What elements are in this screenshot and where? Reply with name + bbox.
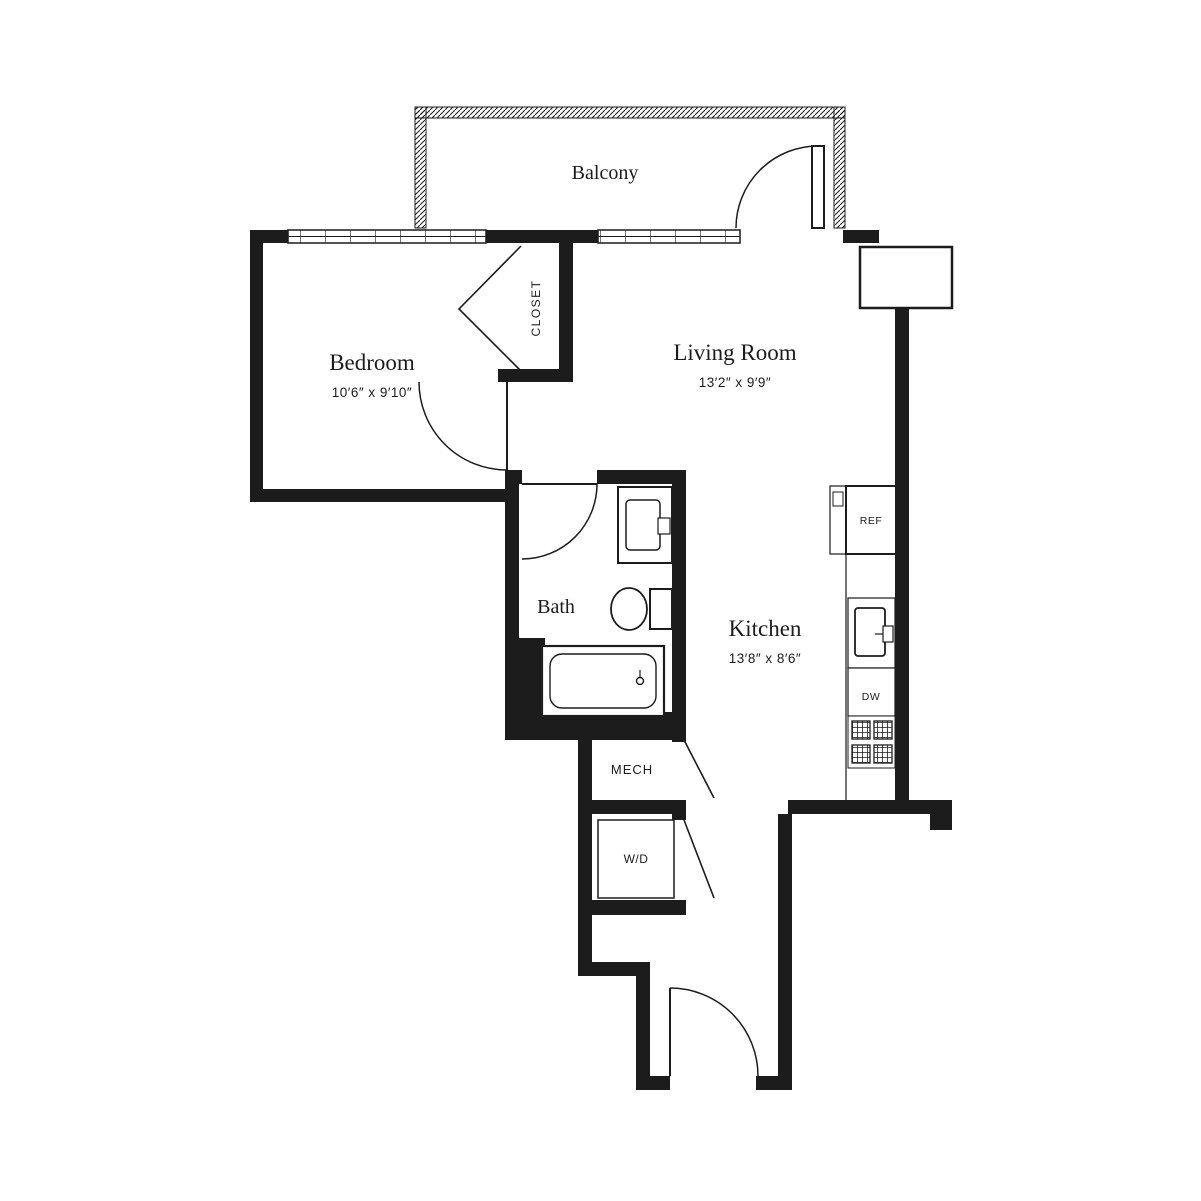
wall-closet-east: [559, 230, 573, 382]
stove-burner-2: [873, 720, 893, 740]
vanity-sink: [625, 499, 661, 551]
wall-lower-west: [578, 726, 592, 976]
washer-dryer-box: [597, 819, 675, 899]
wall-kitchen-south-step: [930, 814, 952, 830]
wall-hall-south-west: [636, 1076, 670, 1090]
balcony-door-swing: [735, 145, 819, 229]
bathtub-drain: [635, 676, 645, 686]
structural-column: [858, 245, 954, 310]
wall-mech-east-stub: [672, 726, 686, 742]
stove-burner-4: [873, 744, 893, 764]
mech-door-leaf: [683, 739, 715, 799]
bedroom-label: Bedroom: [329, 350, 415, 375]
wall-kitchen-east: [895, 300, 909, 814]
mech-label: MECH: [611, 762, 653, 777]
wall-hall-west: [636, 962, 650, 1090]
living-room-label: Living Room: [673, 340, 796, 365]
washer-dryer-label: W/D: [624, 852, 649, 866]
kitchen-label: Kitchen: [729, 616, 802, 641]
refrigerator-label: REF: [860, 515, 883, 527]
bedroom-door-swing: [418, 381, 508, 471]
balcony-railing-right: [833, 106, 846, 229]
labels: Balcony Bedroom 10′6″ x 9′10″ CLOSET Liv…: [329, 162, 882, 866]
wall-top-right: [843, 230, 879, 243]
wall-kitchen-south: [788, 800, 952, 814]
toilet-bowl: [610, 587, 648, 631]
balcony-railing-left: [414, 106, 427, 229]
toilet-tank: [649, 588, 673, 630]
balcony-door-leaf: [811, 145, 825, 229]
dishwasher-box: [847, 667, 896, 717]
refrigerator-box: [845, 485, 897, 555]
bedroom-dimensions: 10′6″ x 9′10″: [332, 385, 412, 400]
bath-door-swing: [521, 483, 598, 560]
wall-top-mid: [486, 230, 598, 243]
dishwasher-label: DW: [862, 691, 881, 703]
wall-bath-north: [597, 470, 686, 484]
living-room-dimensions: 13′2″ x 9′9″: [699, 375, 771, 390]
windows: [287, 229, 741, 244]
wall-hall-jog: [578, 962, 650, 976]
laundry-door-leaf: [683, 819, 715, 899]
cabinet-panel-detail: [832, 491, 844, 507]
wall-bedroom-south: [250, 489, 519, 502]
bath-fixtures: [540, 486, 673, 718]
wall-closet-south: [498, 369, 573, 382]
balcony-railing-top: [414, 106, 846, 119]
kitchen-fixtures: [829, 485, 897, 800]
closet-bifold-door: [457, 245, 522, 372]
wall-bath-east: [672, 470, 686, 726]
entry-door-swing: [669, 987, 759, 1077]
wall-laundry-south: [578, 900, 686, 915]
kitchen-faucet: [882, 625, 894, 643]
closet-label: CLOSET: [529, 279, 543, 336]
doors: [418, 145, 825, 1077]
wall-mech-laundry-divider: [578, 800, 686, 814]
wall-laundry-east-stub: [672, 800, 686, 820]
stove-burner-3: [851, 744, 871, 764]
bathtub-inner: [549, 653, 657, 709]
wall-hall-east: [778, 814, 792, 1090]
wall-bedroom-west: [250, 230, 263, 502]
stove-burner-1: [851, 720, 871, 740]
balcony-label: Balcony: [572, 162, 639, 184]
wall-tub-corner-block: [505, 638, 545, 718]
vanity-faucet: [657, 517, 671, 535]
bath-label: Bath: [537, 596, 575, 618]
kitchen-sink-basin: [854, 607, 886, 657]
kitchen-dimensions: 13′8″ x 8′6″: [729, 651, 801, 666]
wall-bath-north-stub: [505, 470, 522, 484]
balcony-railing: [414, 106, 846, 229]
